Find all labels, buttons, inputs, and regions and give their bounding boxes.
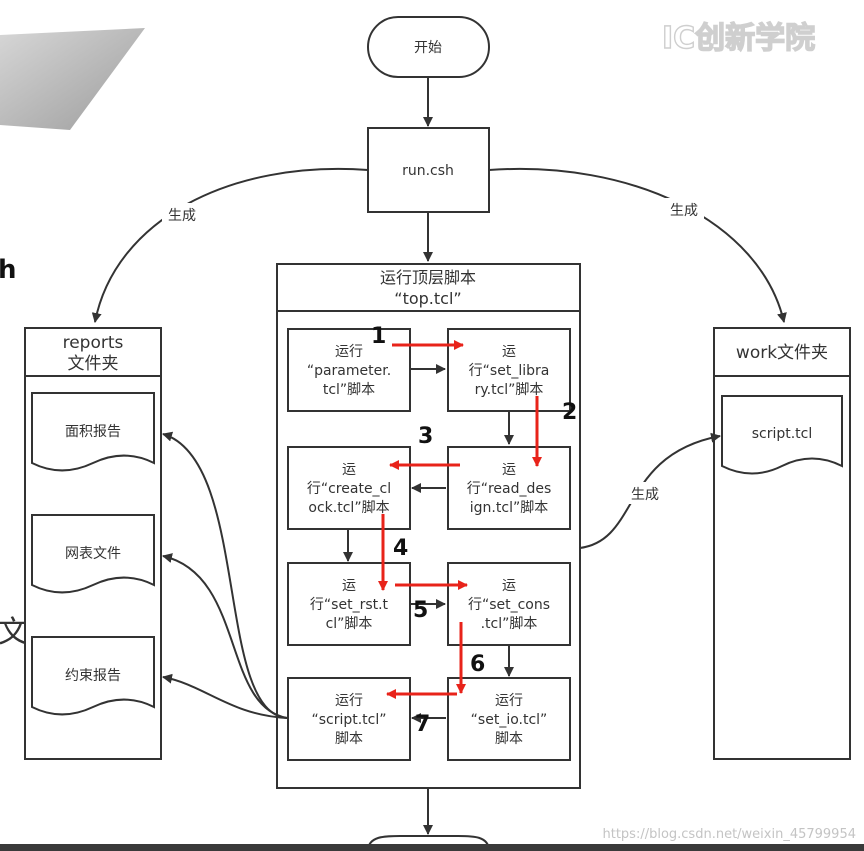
step-label-parameter: tcl”脚本 bbox=[323, 382, 375, 398]
step-box-read-design bbox=[447, 446, 571, 530]
step-label-set-io: 脚本 bbox=[495, 731, 523, 747]
step-label-set-rst: 行“set_rst.t bbox=[310, 597, 389, 613]
report-doc-label: 面积报告 bbox=[65, 424, 121, 440]
watermark-top: IC创新学院 bbox=[662, 21, 815, 56]
corner-decoration bbox=[0, 28, 145, 130]
step-label-set-library: 运 bbox=[502, 344, 516, 360]
step-label-set-io: “set_io.tcl” bbox=[471, 712, 548, 728]
edge-text-h: h bbox=[0, 255, 17, 285]
run-csh-label: run.csh bbox=[402, 163, 454, 179]
step-label-create-clock: 运 bbox=[342, 462, 356, 478]
work-doc-label: script.tcl bbox=[752, 426, 813, 442]
step-label-script: “script.tcl” bbox=[311, 712, 386, 728]
run-csh-node bbox=[367, 127, 490, 213]
report-doc-label: 约束报告 bbox=[65, 668, 121, 684]
top-container-title-2: “top.tcl” bbox=[394, 289, 461, 308]
start-node-label: 开始 bbox=[414, 40, 442, 56]
step-box-set-io bbox=[447, 677, 571, 761]
order-number-4: 4 bbox=[393, 536, 408, 561]
order-number-3: 3 bbox=[418, 424, 433, 449]
step-label-set-library: ry.tcl”脚本 bbox=[475, 382, 544, 398]
step-label-set-rst: 运 bbox=[342, 578, 356, 594]
watermark-bottom: https://blog.csdn.net/weixin_45799954 bbox=[602, 827, 856, 842]
work-doc-shape bbox=[721, 395, 843, 475]
step-box-set-cons bbox=[447, 562, 571, 646]
order-number-7: 7 bbox=[415, 712, 430, 737]
generate-label-right: 生成 bbox=[670, 203, 698, 219]
step-label-create-clock: ock.tcl”脚本 bbox=[308, 500, 389, 516]
step-box-set-library bbox=[447, 328, 571, 412]
step-label-set-rst: cl”脚本 bbox=[326, 616, 373, 632]
report-doc-shape bbox=[31, 392, 155, 472]
report-doc-label: 网表文件 bbox=[65, 546, 121, 562]
reports-title-2: 文件夹 bbox=[68, 354, 119, 374]
step-label-read-design: ign.tcl”脚本 bbox=[470, 500, 548, 516]
order-number-6: 6 bbox=[470, 652, 485, 677]
edge-text-wen: 文 bbox=[0, 615, 28, 650]
step-label-parameter: “parameter. bbox=[307, 363, 391, 379]
step-label-create-clock: 行“create_cl bbox=[307, 481, 391, 497]
step-label-script: 运行 bbox=[335, 693, 363, 709]
step-label-set-cons: 运 bbox=[502, 578, 516, 594]
step-label-set-io: 运行 bbox=[495, 693, 523, 709]
order-number-1: 1 bbox=[371, 324, 386, 349]
end-node-partial bbox=[367, 835, 490, 851]
step-label-set-library: 行“set_libra bbox=[469, 363, 550, 379]
report-doc-shape bbox=[31, 636, 155, 716]
bottom-bar bbox=[0, 844, 864, 851]
step-label-read-design: 运 bbox=[502, 462, 516, 478]
step-label-parameter: 运行 bbox=[335, 344, 363, 360]
step-label-set-cons: .tcl”脚本 bbox=[481, 616, 538, 632]
work-folder bbox=[713, 327, 851, 760]
step-box-parameter bbox=[287, 328, 411, 412]
step-label-set-cons: 行“set_cons bbox=[468, 597, 550, 613]
work-title: work文件夹 bbox=[736, 343, 828, 363]
step-label-read-design: 行“read_des bbox=[467, 481, 552, 497]
report-doc-shape bbox=[31, 514, 155, 594]
top-container-title-1: 运行顶层脚本 bbox=[380, 268, 476, 287]
generate-label-left: 生成 bbox=[168, 208, 196, 224]
step-box-set-rst bbox=[287, 562, 411, 646]
generate-label-work: 生成 bbox=[631, 487, 659, 503]
reports-title-1: reports bbox=[63, 333, 124, 353]
order-number-5: 5 bbox=[413, 598, 428, 623]
order-number-2: 2 bbox=[562, 400, 577, 425]
step-label-script: 脚本 bbox=[335, 731, 363, 747]
